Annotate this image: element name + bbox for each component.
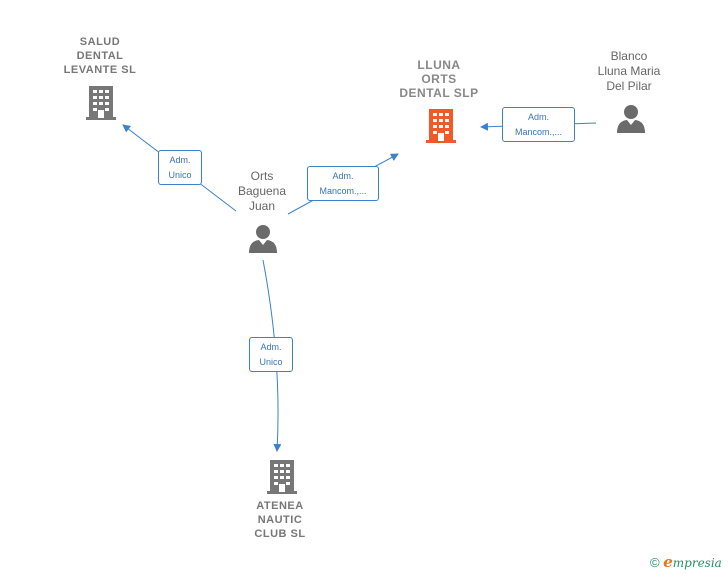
company-label-salud: SALUD DENTAL LEVANTE SL xyxy=(63,36,137,76)
edge-label-orts-atenea[interactable]: Adm. Unico xyxy=(249,337,293,372)
company-label-lluna: LLUNA ORTS DENTAL SLP xyxy=(399,58,479,100)
building-icon[interactable] xyxy=(426,109,456,143)
person-label-orts: Orts Baguena Juan xyxy=(237,169,287,213)
edge-label-blanco-lluna[interactable]: Adm. Mancom.,... xyxy=(502,107,575,142)
company-label-atenea: ATENEA NAUTIC CLUB SL xyxy=(254,500,306,540)
empresia-logo: © empresia xyxy=(650,553,722,571)
brand-name: empresia xyxy=(663,553,722,571)
person-icon[interactable] xyxy=(616,104,646,134)
edge-label-orts-lluna[interactable]: Adm. Mancom.,... xyxy=(307,166,379,201)
person-icon[interactable] xyxy=(248,224,278,254)
edge-label-orts-salud[interactable]: Adm. Unico xyxy=(158,150,202,185)
person-label-blanco: Blanco Lluna Maria Del Pilar xyxy=(597,49,661,93)
building-icon[interactable] xyxy=(86,86,116,120)
building-icon[interactable] xyxy=(267,460,297,494)
copyright-symbol: © xyxy=(650,555,660,570)
